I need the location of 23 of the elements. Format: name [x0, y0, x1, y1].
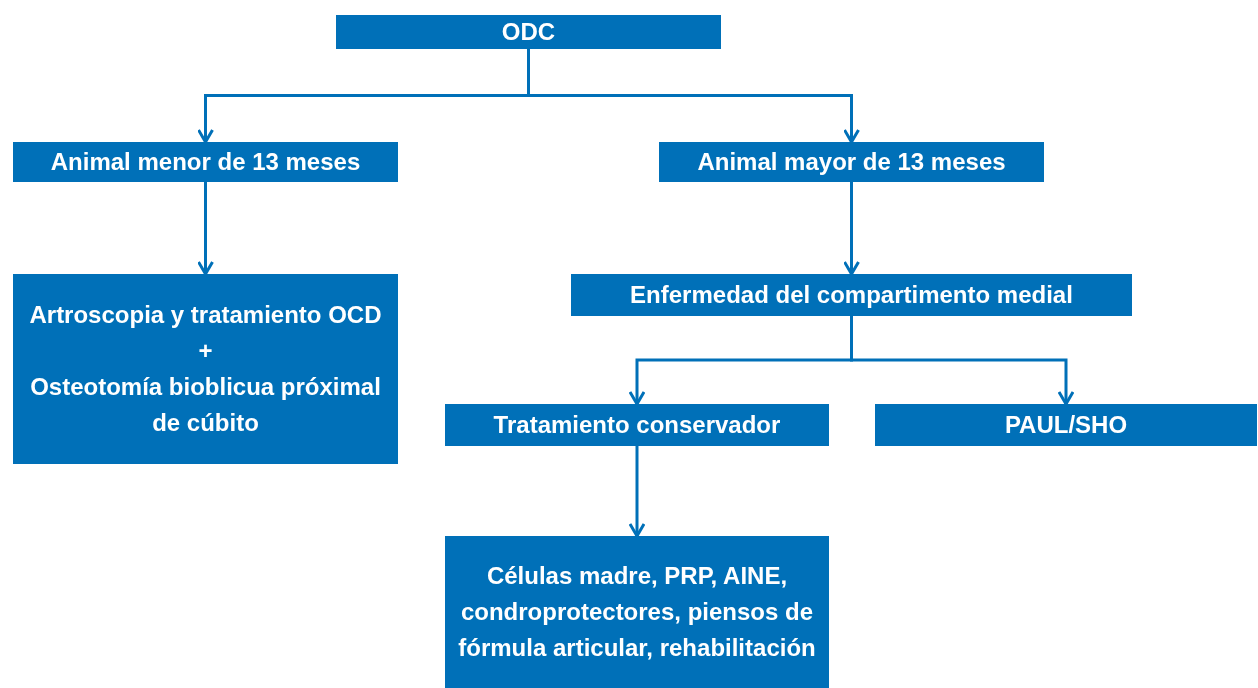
- box-label: Osteotomía bioblicua próximal de cúbito: [29, 372, 382, 438]
- process-box: [13, 142, 398, 182]
- box-label: Células madre, PRP, AINE, condroprotectores, piensos de fórmula articular, rehabilitación: [457, 561, 817, 663]
- box-label: Animal menor de 13 meses: [50, 147, 361, 177]
- box-label: Artroscopia y tratamiento OCD: [29, 300, 382, 330]
- process-box: [445, 536, 829, 688]
- process-box: [875, 404, 1257, 446]
- box-label: PAUL/SHO: [1004, 410, 1128, 440]
- process-box: [659, 142, 1044, 182]
- process-box: [571, 274, 1132, 316]
- process-box: [13, 274, 398, 464]
- arrow: [197, 182, 214, 276]
- box-label: Enfermedad del compartimento medial: [630, 280, 1073, 310]
- box-label: +: [198, 336, 213, 366]
- process-box: [336, 15, 721, 49]
- arrow: [850, 316, 1075, 406]
- box-label: Tratamiento conservador: [493, 410, 781, 440]
- process-box: [445, 404, 829, 446]
- arrow: [628, 446, 646, 538]
- box-label: Animal mayor de 13 meses: [697, 147, 1006, 177]
- box-label: ODC: [501, 17, 556, 47]
- arrow: [527, 49, 860, 144]
- arrow: [843, 182, 860, 276]
